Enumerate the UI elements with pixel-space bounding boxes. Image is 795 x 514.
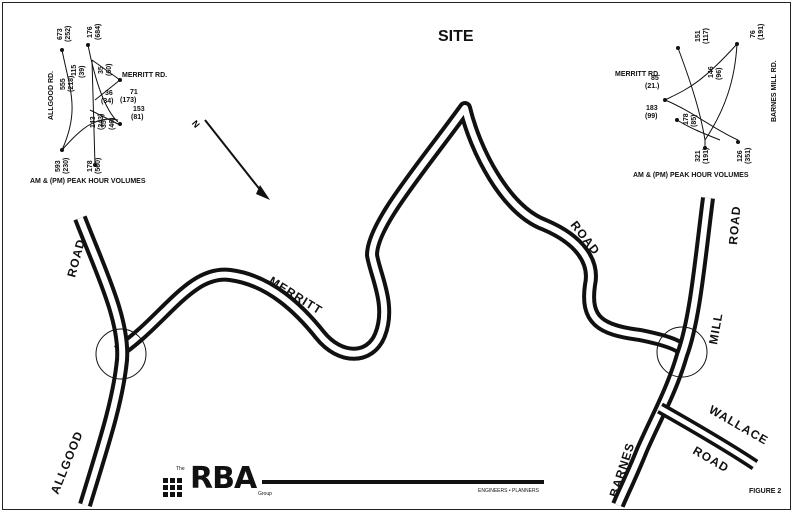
svg-text:(560): (560) xyxy=(95,158,102,174)
svg-text:555: 555 xyxy=(60,78,67,90)
left-inset-caption: AM & (PM) PEAK HOUR VOLUMES xyxy=(30,178,146,185)
svg-text:176: 176 xyxy=(87,26,94,38)
svg-text:151: 151 xyxy=(695,30,702,42)
svg-text:35: 35 xyxy=(101,120,108,128)
svg-text:593: 593 xyxy=(55,160,62,172)
svg-text:153: 153 xyxy=(133,106,145,113)
svg-text:321: 321 xyxy=(695,150,702,162)
svg-text:(191): (191) xyxy=(758,24,765,40)
logo-tagline: ENGINEERS • PLANNERS xyxy=(478,488,539,494)
svg-text:36: 36 xyxy=(105,90,113,97)
road-label-mill: MILL xyxy=(706,312,725,346)
svg-text:ALLGOOD RD.: ALLGOOD RD. xyxy=(48,71,55,120)
site-label: SITE xyxy=(438,28,474,45)
svg-text:(21.): (21.) xyxy=(645,83,659,90)
svg-text:85: 85 xyxy=(651,75,659,82)
right-inset-caption: AM & (PM) PEAK HOUR VOLUMES xyxy=(633,172,749,179)
svg-text:(117): (117) xyxy=(703,28,710,44)
road-label-allgood: ALLGOOD xyxy=(48,429,86,496)
barnes-mill-road xyxy=(611,197,715,508)
svg-text:183: 183 xyxy=(646,105,658,112)
svg-text:178: 178 xyxy=(683,113,690,125)
svg-text:(252): (252) xyxy=(65,26,72,42)
svg-text:(39): (39) xyxy=(79,66,86,78)
svg-text:MERRITT RD.: MERRITT RD. xyxy=(615,71,660,78)
barnes-intersection-circle xyxy=(656,326,708,378)
logo-group: Group xyxy=(258,491,272,497)
svg-text:(343): (343) xyxy=(98,114,105,130)
svg-text:178: 178 xyxy=(87,160,94,172)
figure-number: FIGURE 2 xyxy=(749,488,782,495)
logo-the: The xyxy=(176,466,185,472)
north-arrow-icon: N xyxy=(190,118,270,200)
svg-text:(85): (85) xyxy=(691,115,698,127)
right-volume-diagram: 151 (117) 76 (191) 85 (21.) 146 (96) 183… xyxy=(615,24,778,164)
rba-logo-icon xyxy=(163,478,182,497)
svg-text:(173): (173) xyxy=(120,97,136,104)
logo-name: RBA xyxy=(190,461,257,496)
svg-text:115: 115 xyxy=(71,65,78,76)
svg-text:(96): (96) xyxy=(716,68,723,80)
svg-text:BARNES MILL RD.: BARNES MILL RD. xyxy=(771,60,778,122)
svg-text:(46): (46) xyxy=(109,118,116,130)
svg-text:71: 71 xyxy=(130,89,138,96)
svg-text:N: N xyxy=(190,118,202,129)
svg-text:(60): (60) xyxy=(106,64,113,76)
left-volume-diagram: 673 (252) 176 (684) 555 (218) 115 (39) 3… xyxy=(48,24,167,174)
svg-text:(230): (230) xyxy=(63,158,70,174)
wallace-road xyxy=(657,402,759,470)
svg-text:MERRITT RD.: MERRITT RD. xyxy=(122,72,167,79)
svg-text:(191): (191) xyxy=(703,148,710,164)
svg-text:76: 76 xyxy=(750,30,757,38)
svg-text:(99): (99) xyxy=(645,113,657,120)
logo-rule xyxy=(262,480,544,484)
merritt-road xyxy=(114,101,691,361)
road-label-road-mill: ROAD xyxy=(726,205,743,245)
svg-text:(81): (81) xyxy=(131,114,143,121)
road-label-road-left: ROAD xyxy=(64,237,88,279)
svg-text:(351): (351) xyxy=(745,148,752,164)
svg-text:35: 35 xyxy=(98,66,105,74)
svg-text:(218): (218) xyxy=(68,76,75,92)
svg-text:143: 143 xyxy=(90,116,97,128)
svg-text:(684): (684) xyxy=(95,24,102,40)
svg-text:146: 146 xyxy=(708,66,715,78)
svg-text:673: 673 xyxy=(57,28,64,40)
svg-text:(34): (34) xyxy=(101,98,113,105)
allgood-road xyxy=(73,215,130,508)
allgood-intersection-circle xyxy=(95,328,147,380)
svg-text:126: 126 xyxy=(737,150,744,162)
